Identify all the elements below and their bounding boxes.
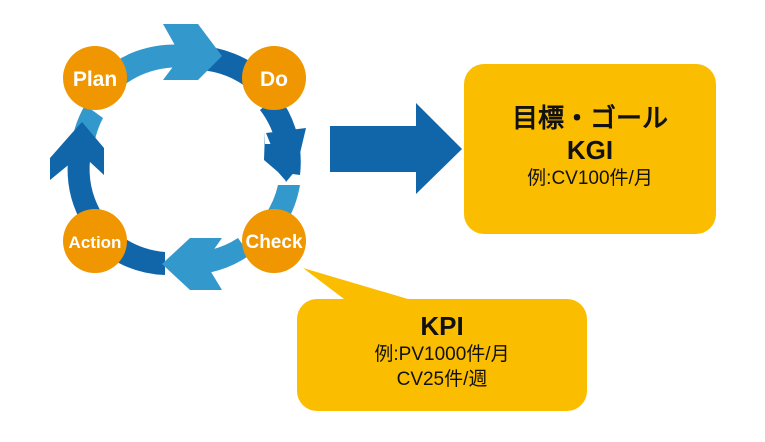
node-do-label: Do [260, 68, 288, 91]
kgi-subtitle: KGI [566, 135, 614, 165]
node-plan: Plan [63, 46, 127, 110]
kgi-example: 例:CV100件/月 [527, 168, 653, 189]
big-arrow-right-icon [330, 103, 462, 194]
arrowhead-do-to-check-main [266, 128, 306, 182]
node-do: Do [242, 46, 306, 110]
kgi-box: 目標・ゴール KGI 例:CV100件/月 [464, 64, 716, 234]
kgi-title: 目標・ゴール [511, 103, 668, 133]
ring-segment-left [67, 160, 100, 220]
arrowhead-action-to-plan [50, 122, 104, 180]
node-check-label: Check [245, 232, 302, 253]
kpi-callout-tail [303, 268, 418, 302]
kpi-example-2: CV25件/週 [396, 369, 488, 390]
node-check: Check [242, 209, 306, 273]
kpi-example-1: 例:PV1000件/月 [374, 344, 510, 365]
arrowhead-plan-to-do [163, 24, 222, 80]
node-action-label: Action [69, 233, 122, 252]
kpi-box: KPI 例:PV1000件/月 CV25件/週 [297, 299, 587, 411]
node-action: Action [63, 209, 127, 273]
kpi-title: KPI [420, 311, 464, 341]
node-plan-label: Plan [73, 68, 117, 91]
arrowhead-check-to-action [162, 238, 222, 290]
